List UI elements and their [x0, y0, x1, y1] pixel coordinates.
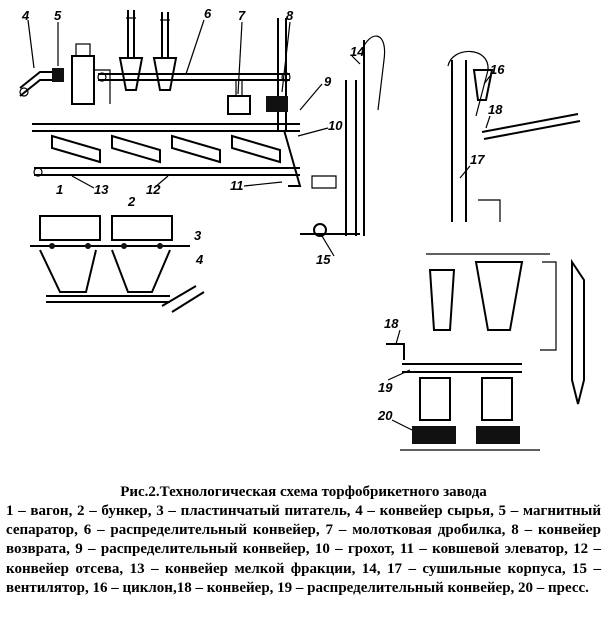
label-15: 15	[316, 252, 331, 267]
label-10: 10	[328, 118, 343, 133]
distribution-conveyor-top	[97, 72, 291, 82]
label-3: 3	[194, 228, 202, 243]
label-16: 16	[490, 62, 505, 77]
conveyor-18-top	[481, 113, 581, 140]
label-1: 1	[56, 182, 63, 197]
drying-tower-14	[311, 35, 386, 236]
label-12: 12	[146, 182, 161, 197]
label-13: 13	[94, 182, 109, 197]
bucket-elevator	[283, 129, 302, 187]
label-9: 9	[324, 74, 332, 89]
screen-grokhot	[32, 123, 300, 164]
label-2: 2	[127, 194, 136, 209]
distribution-conveyor-19	[402, 363, 522, 373]
label-20: 20	[377, 408, 393, 423]
figure-legend: 1 – вагон, 2 – бункер, 3 – пластинчатый …	[6, 503, 601, 596]
label-8: 8	[286, 8, 294, 23]
label-4-top: 4	[21, 8, 30, 23]
label-5: 5	[54, 8, 62, 23]
cyclone-16	[472, 69, 494, 101]
bunker	[39, 249, 171, 293]
label-14: 14	[350, 44, 365, 59]
process-flow-scheme: 4 5 6 7 8 9 10 11 12 13 14 1 2 3 4 15 16…	[19, 6, 585, 451]
component-numbers: 4 5 6 7 8 9 10 11 12 13 14 1 2 3 4 15 16…	[21, 6, 505, 423]
figure-title: Рис.2.Технологическая схема торфобрикетн…	[120, 484, 487, 500]
figure-caption: Рис.2.Технологическая схема торфобрикетн…	[0, 482, 607, 598]
fines-conveyor	[33, 167, 300, 177]
conveyor-18-bottom	[386, 343, 405, 360]
briquette-presses	[400, 377, 540, 451]
dust-collector	[71, 43, 111, 105]
hammer-crusher	[227, 80, 251, 115]
drying-tower-17	[447, 50, 501, 222]
label-19: 19	[378, 380, 393, 395]
return-conveyor	[266, 18, 288, 130]
press-section-silos	[426, 253, 585, 405]
label-11: 11	[230, 178, 244, 193]
label-7: 7	[238, 8, 246, 23]
leader-lines	[27, 19, 491, 431]
rail-wagons	[30, 215, 190, 249]
label-6: 6	[204, 6, 212, 21]
label-17: 17	[470, 152, 485, 167]
fan	[300, 223, 360, 237]
cyclone-separators	[118, 10, 178, 91]
plate-feeder	[46, 295, 170, 303]
raw-material-conveyor-bottom	[161, 285, 205, 313]
magnetic-separator	[52, 68, 64, 82]
label-18-top: 18	[488, 102, 503, 117]
label-18-bottom: 18	[384, 316, 399, 331]
label-4-bottom: 4	[195, 252, 204, 267]
